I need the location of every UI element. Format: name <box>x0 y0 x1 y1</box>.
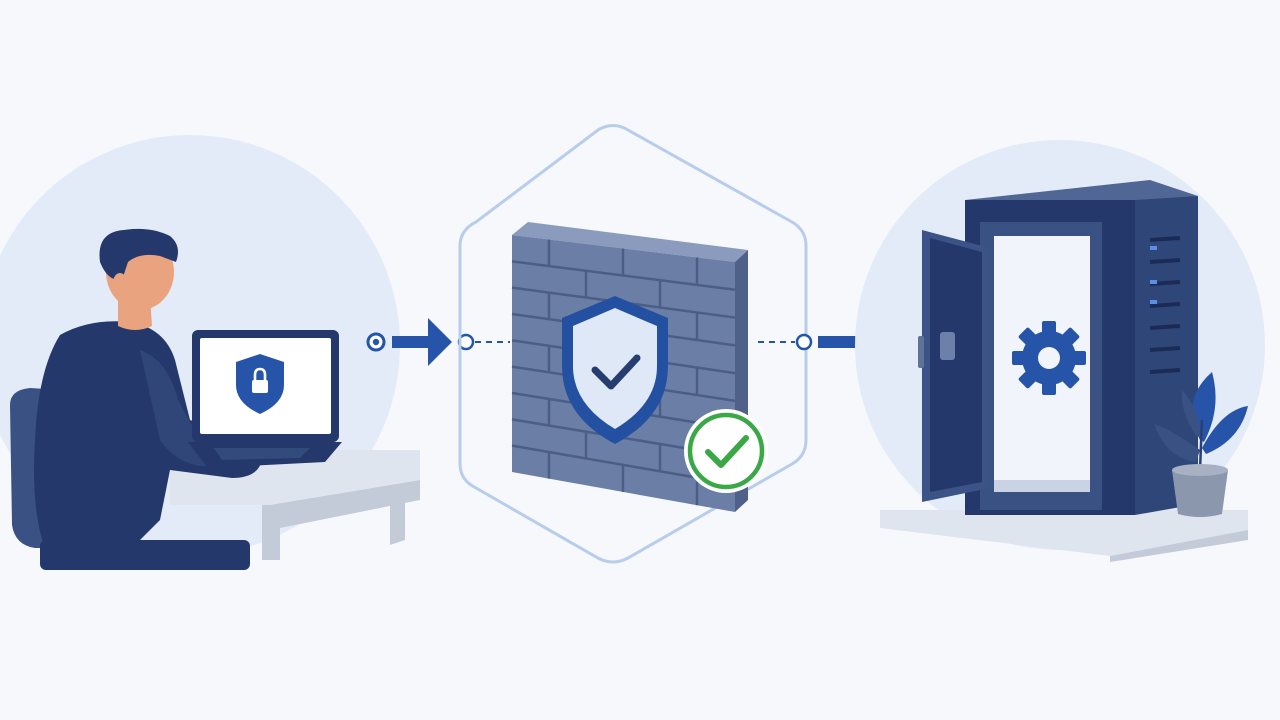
plant-icon <box>1154 372 1248 517</box>
shield-check-icon <box>562 296 668 444</box>
connector-start-dot <box>372 338 380 346</box>
firewall-output-node <box>795 333 813 351</box>
door-handle <box>940 332 955 360</box>
brick-mortar-row <box>511 260 736 292</box>
open-door-icon <box>918 230 990 502</box>
status-led <box>1150 300 1157 304</box>
hexagon-outline <box>458 124 808 564</box>
door-hinge <box>918 336 924 368</box>
arrow-right-icon <box>392 318 452 366</box>
user-node <box>0 135 420 570</box>
status-led <box>1150 280 1157 284</box>
green-check-badge-icon <box>684 409 768 493</box>
server-cabinet-icon <box>965 180 1198 515</box>
status-led <box>1150 246 1157 250</box>
connector-user-firewall <box>366 318 510 366</box>
firewall-node <box>458 124 808 564</box>
padlock-shield-icon <box>236 354 284 414</box>
platform-base <box>880 510 1248 562</box>
gear-icon <box>1012 321 1086 395</box>
server-node <box>855 140 1265 562</box>
